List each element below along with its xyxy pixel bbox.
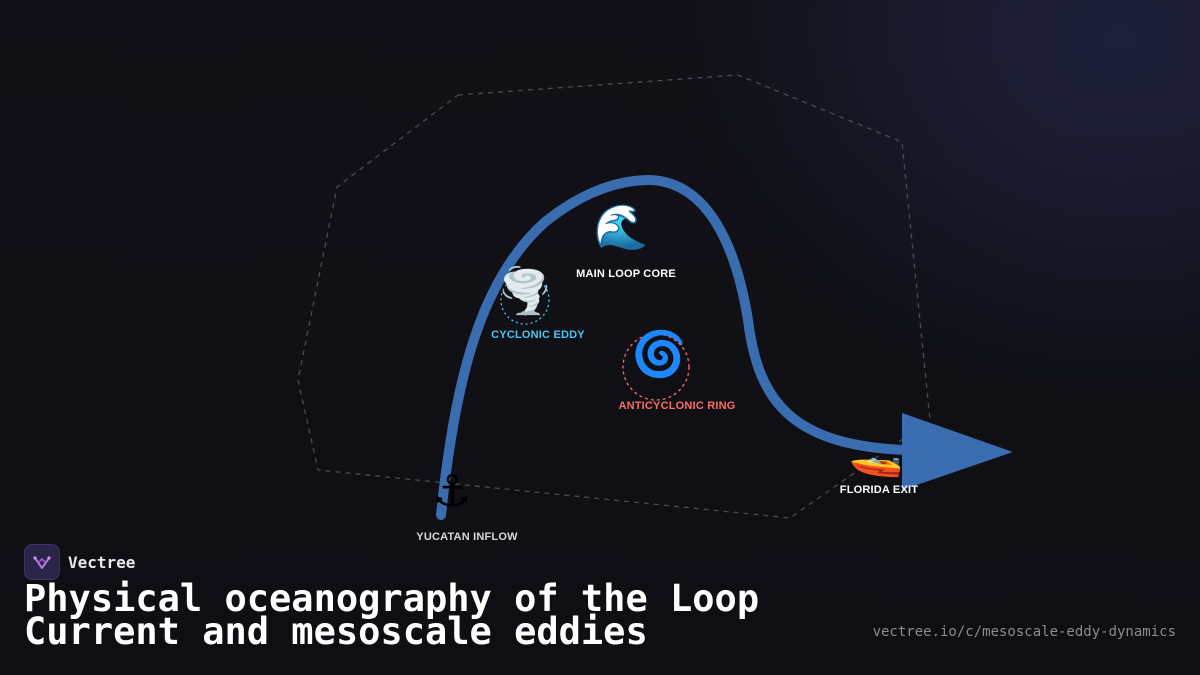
main-loop-core-label: MAIN LOOP CORE xyxy=(576,268,676,280)
source-url: vectree.io/c/mesoscale-eddy-dynamics xyxy=(872,624,1176,640)
anchor-icon: ⚓ xyxy=(432,466,472,517)
brand-name: Vectree xyxy=(68,552,136,572)
speedboat-icon: 🚤 xyxy=(848,428,904,479)
florida-exit-label: FLORIDA EXIT xyxy=(839,484,919,496)
yucatan-inflow-label: YUCATAN INFLOW xyxy=(416,531,518,543)
vectree-logo-icon xyxy=(24,544,60,580)
title-line-2: Current and mesoscale eddies xyxy=(24,610,648,653)
loop-current-flow-path xyxy=(436,174,910,520)
cyclone-icon: 🌀 xyxy=(631,329,687,380)
anticyclonic-ring-label: ANTICYCLONIC RING xyxy=(618,400,736,412)
brand: Vectree xyxy=(24,544,135,580)
title-line-1: Physical oceanography of the Loop xyxy=(24,577,760,620)
water-wave-icon: 🌊 xyxy=(593,202,649,253)
cyclonic-eddy-halo xyxy=(500,275,550,325)
anticyclonic-ring-halo xyxy=(622,333,690,401)
gulf-boundary-outline xyxy=(297,74,931,519)
flow-arrowhead xyxy=(902,413,1013,490)
page-title: Physical oceanography of the Loop Curren… xyxy=(24,577,844,653)
cyclonic-eddy-label: CYCLONIC EDDY xyxy=(491,329,585,341)
tornado-icon: 🌪️ xyxy=(497,266,553,317)
